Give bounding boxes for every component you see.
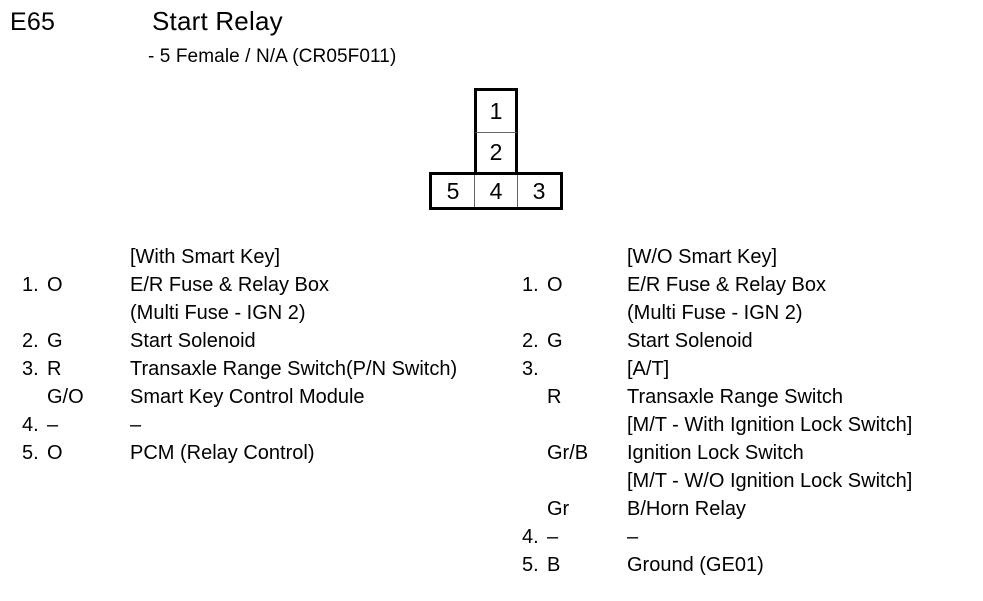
pin-row: [M/T - W/O Ignition Lock Switch] <box>500 467 983 495</box>
pin-row: 5. O PCM (Relay Control) <box>0 439 510 467</box>
wire-color: O <box>547 274 563 296</box>
wire-color: G/O <box>47 386 84 408</box>
pin-cell-2: 2 <box>474 133 518 172</box>
pin-list-with-smart-key: [With Smart Key] 1. O E/R Fuse & Relay B… <box>0 243 510 467</box>
pin-description: Start Solenoid <box>130 330 256 352</box>
pin-row: 3. [A/T] <box>500 355 983 383</box>
pin-description: (Multi Fuse - IGN 2) <box>627 302 803 324</box>
pin-list-without-smart-key: [W/O Smart Key] 1. O E/R Fuse & Relay Bo… <box>500 243 983 579</box>
wire-color: B <box>547 554 561 576</box>
pin-description: – <box>130 414 142 436</box>
wire-color: O <box>47 274 63 296</box>
pin-number: 1. <box>22 274 39 296</box>
pin-row: G/O Smart Key Control Module <box>0 383 510 411</box>
pin-row: (Multi Fuse - IGN 2) <box>0 299 510 327</box>
pin-number: 3. <box>22 358 39 380</box>
pin-cell-1: 1 <box>474 88 518 133</box>
pin-row: R Transaxle Range Switch <box>500 383 983 411</box>
pin-row: [M/T - With Ignition Lock Switch] <box>500 411 983 439</box>
pin-row: 2. G Start Solenoid <box>500 327 983 355</box>
pin-description: – <box>627 526 639 548</box>
wire-color: G <box>547 330 563 352</box>
pin-bottom-row: 5 4 3 <box>429 172 563 210</box>
pin-cell-5: 5 <box>432 175 475 207</box>
pin-description: Ignition Lock Switch <box>627 442 804 464</box>
pin-description: E/R Fuse & Relay Box <box>130 274 329 296</box>
pin-list-heading-row: [With Smart Key] <box>0 243 510 271</box>
wire-color: R <box>47 358 62 380</box>
pin-number: 2. <box>22 330 39 352</box>
pin-list-heading: [W/O Smart Key] <box>627 246 778 268</box>
pin-row: Gr/B Ignition Lock Switch <box>500 439 983 467</box>
pin-row: 1. O E/R Fuse & Relay Box <box>0 271 510 299</box>
pin-description: [A/T] <box>627 358 670 380</box>
pin-description: Smart Key Control Module <box>130 386 365 408</box>
pin-row: 1. O E/R Fuse & Relay Box <box>500 271 983 299</box>
pin-row: 4. – – <box>0 411 510 439</box>
pin-description: Ground (GE01) <box>627 554 764 576</box>
pin-number: 5. <box>522 554 539 576</box>
pin-cell-4: 4 <box>475 175 518 207</box>
pin-number: 4. <box>522 526 539 548</box>
pin-number: 2. <box>522 330 539 352</box>
connector-subtitle: - 5 Female / N/A (CR05F011) <box>148 46 397 67</box>
pin-description: Transaxle Range Switch(P/N Switch) <box>130 358 458 380</box>
pin-description: PCM (Relay Control) <box>130 442 315 464</box>
wire-color: – <box>547 526 559 548</box>
pin-description: B/Horn Relay <box>627 498 746 520</box>
pin-description: Transaxle Range Switch <box>627 386 844 408</box>
pin-row: 5. B Ground (GE01) <box>500 551 983 579</box>
pin-cell-3: 3 <box>532 177 546 204</box>
pin-description: Start Solenoid <box>627 330 753 352</box>
pin-number: 5. <box>22 442 39 464</box>
wire-color: – <box>47 414 59 436</box>
connector-code: E65 <box>10 8 56 36</box>
pin-list-heading: [With Smart Key] <box>130 246 281 268</box>
wire-color: R <box>547 386 562 408</box>
pin-row: 4. – – <box>500 523 983 551</box>
pin-list-heading-row: [W/O Smart Key] <box>500 243 983 271</box>
pin-description: [M/T - W/O Ignition Lock Switch] <box>627 470 913 492</box>
pin-row: Gr B/Horn Relay <box>500 495 983 523</box>
pin-row: (Multi Fuse - IGN 2) <box>500 299 983 327</box>
pin-description: (Multi Fuse - IGN 2) <box>130 302 306 324</box>
wire-color: O <box>47 442 63 464</box>
page-title: Start Relay <box>152 6 283 36</box>
wire-color: G <box>47 330 63 352</box>
pin-row: 3. R Transaxle Range Switch(P/N Switch) <box>0 355 510 383</box>
wire-color: Gr/B <box>547 442 589 464</box>
pin-number: 4. <box>22 414 39 436</box>
pin-description: [M/T - With Ignition Lock Switch] <box>627 414 913 436</box>
pin-number: 3. <box>522 358 539 380</box>
pin-row: 2. G Start Solenoid <box>0 327 510 355</box>
pin-number: 1. <box>522 274 539 296</box>
pin-description: E/R Fuse & Relay Box <box>627 274 826 296</box>
connector-pinout-graphic: 1 2 5 4 3 <box>429 88 563 210</box>
wire-color: Gr <box>547 498 570 520</box>
